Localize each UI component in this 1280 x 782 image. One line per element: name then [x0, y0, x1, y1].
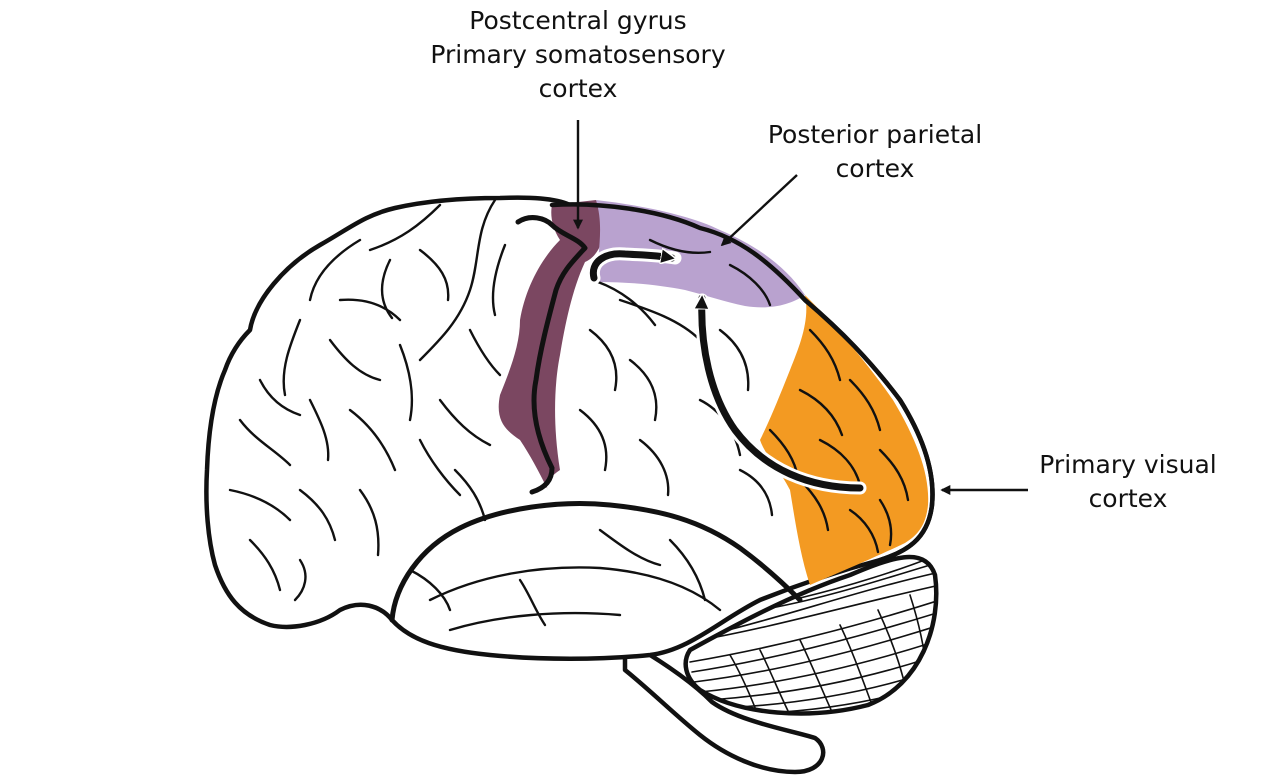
posterior-label-line1: Posterior parietal — [767, 120, 983, 149]
posterior-parietal-pointer-arrow — [720, 174, 798, 247]
postcentral-label-line1: Postcentral gyrus — [469, 6, 687, 35]
posterior-parietal-label: Posterior parietal cortex — [730, 118, 1020, 186]
somatosensory-flow-arrow — [586, 247, 682, 285]
postcentral-gyrus-label: Postcentral gyrus Primary somatosensory … — [400, 4, 756, 106]
cerebellum — [683, 554, 939, 716]
central-sulcus — [515, 215, 588, 495]
posterior-label-line2: cortex — [835, 154, 915, 183]
brainstem — [622, 637, 826, 775]
visual-label-line1: Primary visual — [1039, 450, 1217, 479]
primary-visual-label: Primary visual cortex — [1000, 448, 1256, 516]
postcentral-label-line3: cortex — [538, 74, 618, 103]
visual-flow-arrow — [702, 298, 867, 495]
postcentral-label-line2: Primary somatosensory — [430, 40, 726, 69]
frontal-lobe-sulci — [228, 198, 507, 602]
visual-label-line2: cortex — [1088, 484, 1168, 513]
temporal-lobe-outline — [389, 501, 803, 632]
postcentral-gyrus-region — [498, 200, 604, 490]
